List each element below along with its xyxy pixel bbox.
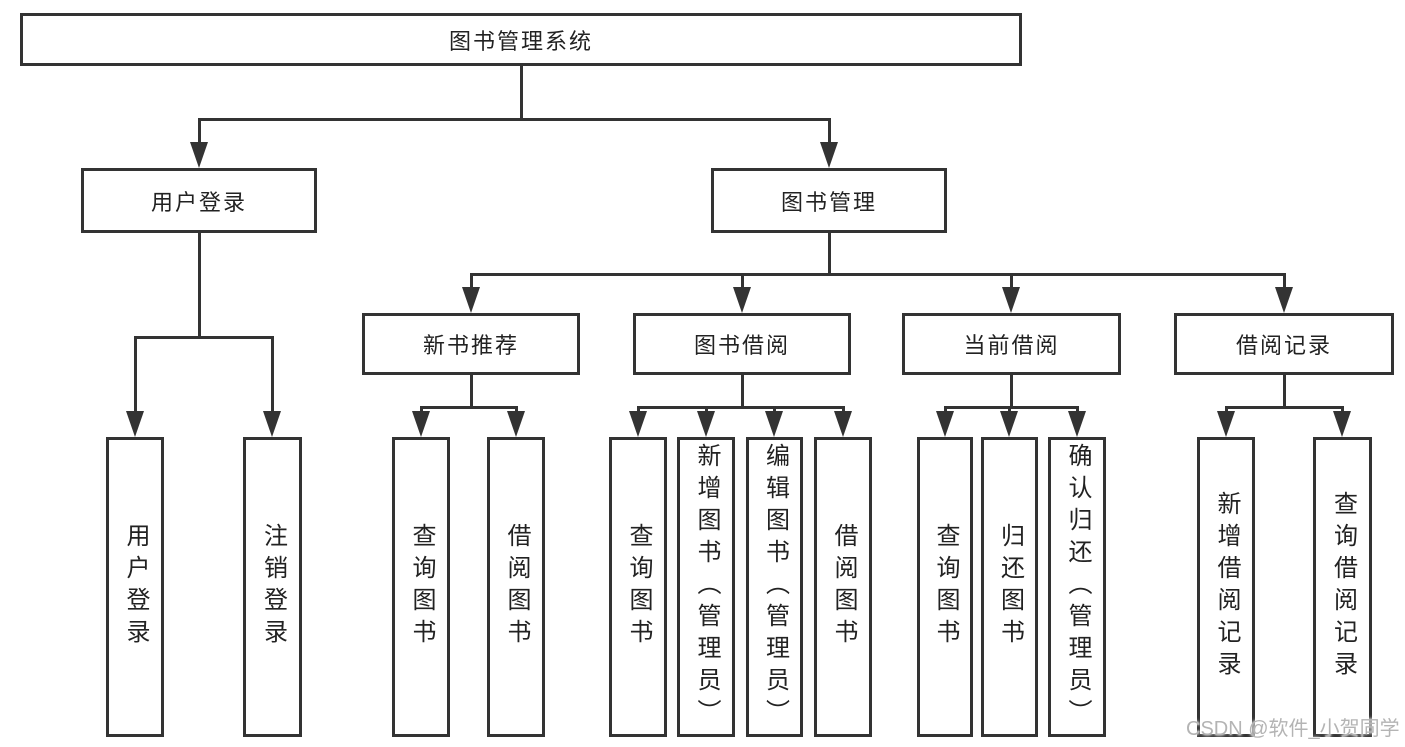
connector-line (773, 406, 776, 413)
arrowhead-down-icon (1333, 411, 1351, 437)
connector-line (1283, 373, 1286, 408)
connector-line (705, 406, 708, 413)
connector-line (134, 336, 274, 339)
arrowhead-down-icon (1275, 287, 1293, 313)
arrowhead-down-icon (1217, 411, 1235, 437)
connector-line (470, 373, 473, 408)
connector-line (271, 336, 274, 413)
node-user-login: 用户登录 (81, 168, 317, 233)
leaf-query-books-current: 查询图书 (917, 437, 973, 737)
node-book-management: 图书管理 (711, 168, 947, 233)
connector-line (134, 336, 137, 413)
arrowhead-down-icon (1002, 287, 1020, 313)
leaf-add-borrow-record: 新增借阅记录 (1197, 437, 1255, 737)
leaf-return-books: 归还图书 (981, 437, 1038, 737)
leaf-edit-books-admin: 编辑图书（管理员） (746, 437, 803, 737)
leaf-query-books-borrow: 查询图书 (609, 437, 667, 737)
connector-line (420, 406, 518, 409)
arrowhead-down-icon (263, 411, 281, 437)
arrowhead-down-icon (190, 142, 208, 168)
connector-line (1010, 373, 1013, 408)
leaf-borrow-books-recommend: 借阅图书 (487, 437, 545, 737)
node-borrowing-records: 借阅记录 (1174, 313, 1394, 375)
connector-line (420, 406, 423, 413)
connector-line (198, 118, 201, 146)
connector-line (1283, 273, 1286, 290)
connector-line (828, 231, 831, 275)
arrowhead-down-icon (936, 411, 954, 437)
connector-line (944, 406, 947, 413)
connector-line (741, 273, 744, 290)
leaf-borrow-books: 借阅图书 (814, 437, 872, 737)
arrowhead-down-icon (507, 411, 525, 437)
connector-line (1076, 406, 1079, 413)
arrowhead-down-icon (412, 411, 430, 437)
leaf-logout: 注销登录 (243, 437, 302, 737)
csdn-watermark: CSDN @软件_小贺同学 (1186, 718, 1400, 740)
arrowhead-down-icon (1000, 411, 1018, 437)
leaf-query-borrow-record: 查询借阅记录 (1313, 437, 1372, 737)
connector-line (198, 118, 831, 121)
connector-line (1225, 406, 1344, 409)
connector-line (828, 118, 831, 146)
connector-line (637, 406, 845, 409)
node-book-borrowing: 图书借阅 (633, 313, 851, 375)
arrowhead-down-icon (1068, 411, 1086, 437)
connector-line (515, 406, 518, 413)
node-new-book-recommend: 新书推荐 (362, 313, 580, 375)
connector-line (741, 373, 744, 408)
connector-line (198, 231, 201, 338)
arrowhead-down-icon (834, 411, 852, 437)
connector-line (1008, 406, 1011, 413)
arrowhead-down-icon (733, 287, 751, 313)
leaf-add-books-admin: 新增图书（管理员） (677, 437, 735, 737)
arrowhead-down-icon (462, 287, 480, 313)
node-library-system: 图书管理系统 (20, 13, 1022, 66)
connector-line (1010, 273, 1013, 290)
connector-line (520, 64, 523, 120)
leaf-query-books-recommend: 查询图书 (392, 437, 450, 737)
connector-line (470, 273, 473, 290)
connector-line (1225, 406, 1228, 413)
arrowhead-down-icon (765, 411, 783, 437)
connector-line (1341, 406, 1344, 413)
leaf-confirm-return-admin: 确认归还（管理员） (1048, 437, 1106, 737)
arrowhead-down-icon (820, 142, 838, 168)
leaf-user-login: 用户登录 (106, 437, 164, 737)
connector-line (842, 406, 845, 413)
connector-line (637, 406, 640, 413)
connector-line (944, 406, 1079, 409)
arrowhead-down-icon (126, 411, 144, 437)
arrowhead-down-icon (697, 411, 715, 437)
connector-line (470, 273, 1286, 276)
arrowhead-down-icon (629, 411, 647, 437)
node-current-borrowing: 当前借阅 (902, 313, 1121, 375)
